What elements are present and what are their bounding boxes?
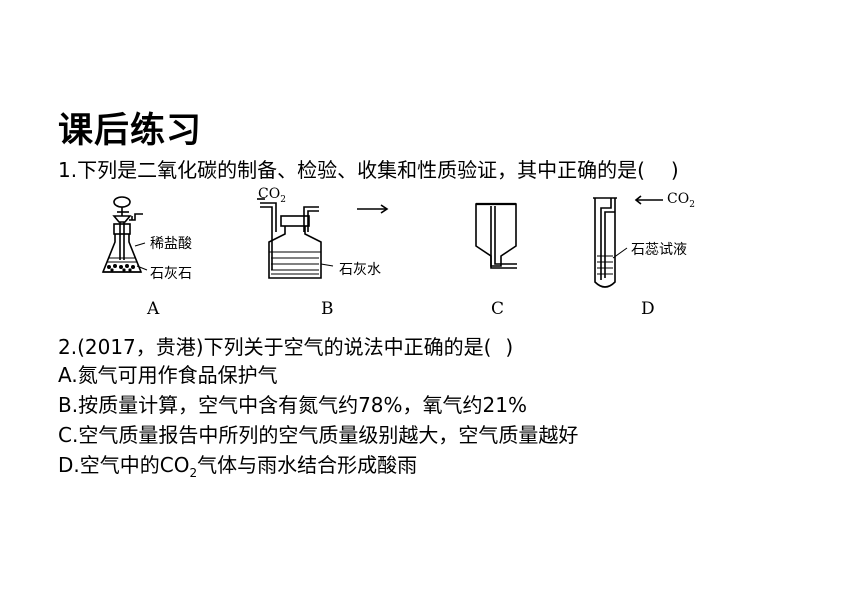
question-2-close: ) bbox=[505, 335, 514, 359]
option-a: A.氮气可用作食品保护气 bbox=[58, 363, 278, 387]
apparatus-d-letter: D bbox=[641, 299, 655, 319]
option-d-prefix: D.空气中的CO bbox=[58, 453, 190, 477]
apparatus-b-letter: B bbox=[321, 299, 334, 319]
apparatus-a-stone-label: 石灰石 bbox=[150, 266, 192, 282]
question-2-stem: 2.(2017，贵港)下列关于空气的说法中正确的是( bbox=[58, 335, 492, 359]
apparatus-c-jar bbox=[475, 202, 517, 269]
apparatus-diagram: 稀盐酸 石灰石 A CO2 石灰水 B C CO2 石蕊试液 D bbox=[101, 186, 695, 319]
apparatus-a-stones bbox=[107, 264, 135, 272]
question-1: 1.下列是二氧化碳的制备、检验、收集和性质验证，其中正确的是() bbox=[58, 156, 679, 184]
option-b: B.按质量计算，空气中含有氮气约78%，氧气约21% bbox=[58, 393, 527, 417]
apparatus-b-bottle bbox=[257, 198, 389, 279]
slide-title: 课后练习 bbox=[58, 111, 203, 151]
apparatus-b-limewater-label: 石灰水 bbox=[339, 262, 381, 278]
question-1-text: 1.下列是二氧化碳的制备、检验、收集和性质验证，其中正确的是( bbox=[58, 158, 645, 182]
apparatus-a-acid-label: 稀盐酸 bbox=[150, 236, 192, 252]
apparatus-c-letter: C bbox=[491, 299, 504, 319]
option-d-suffix: 气体与雨水结合形成酸雨 bbox=[197, 453, 418, 477]
apparatus-a-flask bbox=[101, 196, 143, 273]
apparatus-a-letter: A bbox=[146, 299, 160, 319]
apparatus-d-gas-label: CO2 bbox=[667, 191, 695, 210]
option-d: D.空气中的CO2气体与雨水结合形成酸雨 bbox=[58, 451, 417, 479]
apparatus-d-tube bbox=[593, 195, 663, 288]
apparatus-b-gas-label: CO2 bbox=[258, 186, 286, 205]
apparatus-d-litmus-label: 石蕊试液 bbox=[631, 242, 687, 258]
option-c: C.空气质量报告中所列的空气质量级别越大，空气质量越好 bbox=[58, 423, 579, 447]
question-1-close: ) bbox=[670, 158, 679, 182]
question-2: 2.(2017，贵港)下列关于空气的说法中正确的是() bbox=[58, 333, 513, 361]
option-d-subscript: 2 bbox=[189, 466, 198, 480]
